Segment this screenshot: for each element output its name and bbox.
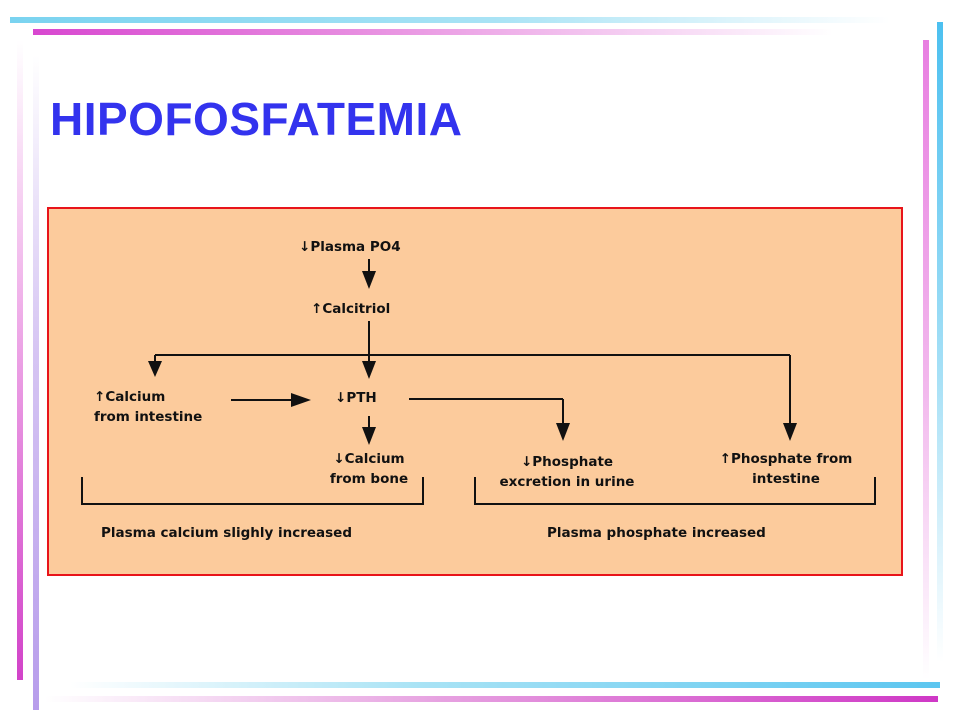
decrease-arrow: ↓ [520, 454, 533, 470]
arrowhead-phosphate-intestine [783, 423, 797, 441]
node-pth-label: PTH [346, 390, 377, 406]
increase-arrow: ↑ [719, 451, 731, 467]
decor-bar-top-magenta [33, 29, 833, 35]
diagram-connectors [81, 259, 876, 505]
decor-bar-left-lilac [33, 55, 39, 710]
decor-bar-top-cyan [10, 17, 890, 23]
bracket-right [474, 477, 876, 505]
decor-bar-bottom-magenta [45, 696, 938, 702]
arrowhead-calcium-bone [362, 427, 376, 445]
decor-bar-bottom-cyan [70, 682, 940, 688]
node-plasma-po4-label: Plasma PO4 [310, 239, 401, 255]
arrowhead-calcitriol [362, 271, 376, 289]
summary-phosphate: Plasma phosphate increased [547, 525, 766, 541]
node-calcium-bone-line1: Calcium [344, 451, 405, 467]
node-phosphate-intestine-line2: intestine [752, 471, 820, 487]
arrowhead-pth [362, 361, 376, 379]
decrease-arrow: ↓ [299, 239, 311, 255]
node-phosphate-excretion: ↓Phosphate excretion in urine [477, 452, 657, 492]
node-calcium-intestine-line2: from intestine [94, 409, 203, 425]
decrease-arrow: ↓ [335, 390, 347, 406]
node-phosphate-excretion-line2: excretion in urine [499, 474, 635, 490]
decrease-arrow: ↓ [333, 451, 345, 467]
node-calcium-intestine: ↑Calcium from intestine [94, 387, 202, 427]
decor-bar-left-magenta [17, 40, 23, 680]
summary-calcium: Plasma calcium slighly increased [101, 525, 353, 541]
node-calcium-intestine-line1: Calcium [105, 389, 166, 405]
arrowhead-calcium-intestine [148, 361, 162, 377]
node-pth: ↓PTH [335, 388, 377, 408]
node-phosphate-intestine: ↑Phosphate from intestine [701, 449, 871, 489]
increase-arrow: ↑ [311, 301, 323, 317]
arrowhead-phosphate-excretion [556, 423, 570, 441]
node-plasma-po4: ↓Plasma PO4 [299, 237, 401, 257]
node-calcitriol: ↑Calcitriol [311, 299, 390, 319]
node-calcium-bone: ↓Calcium from bone [309, 449, 429, 489]
node-calcium-bone-line2: from bone [329, 471, 409, 487]
flow-diagram: ↓Plasma PO4 ↑Calcitriol ↑Calcium from in… [47, 207, 903, 576]
bracket-left [81, 477, 424, 505]
node-phosphate-intestine-line1: Phosphate from [730, 451, 853, 467]
decor-bar-right-magenta [923, 40, 929, 680]
arrowhead-calcium-to-pth [291, 393, 311, 407]
node-phosphate-excretion-line1: Phosphate [532, 454, 614, 470]
slide-title: HIPOFOSFATEMIA [50, 93, 463, 145]
node-calcitriol-label: Calcitriol [322, 301, 391, 317]
increase-arrow: ↑ [94, 389, 106, 405]
decor-bar-right-cyan [937, 22, 943, 662]
